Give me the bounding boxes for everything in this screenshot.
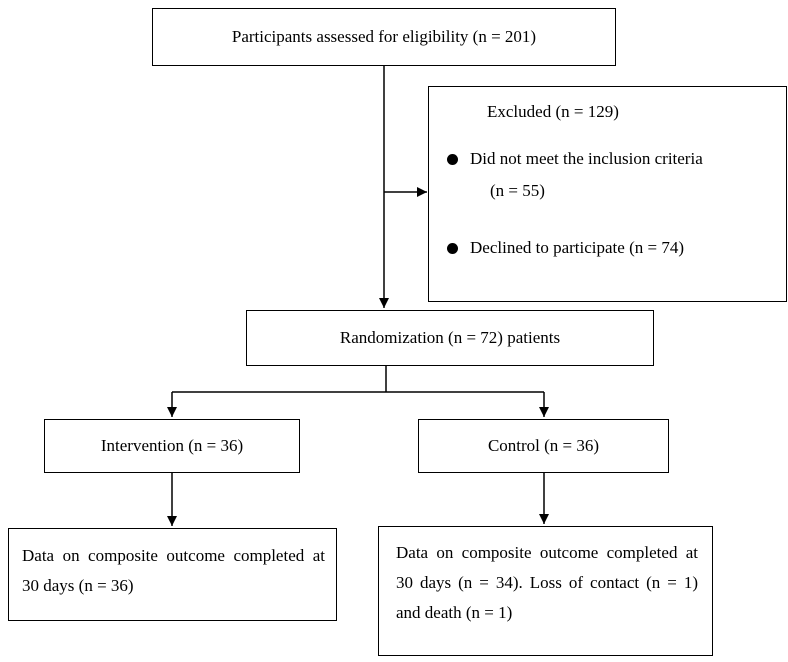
- control-box: Control (n = 36): [418, 419, 669, 473]
- excluded-item-text: Did not meet the inclusion criteria: [470, 149, 703, 168]
- excluded-item-text: Declined to participate (n = 74): [470, 238, 684, 257]
- assessed-box: Participants assessed for eligibility (n…: [152, 8, 616, 66]
- excluded-title: Excluded (n = 129): [487, 102, 619, 121]
- excluded-item-declined: Declined to participate (n = 74): [447, 238, 684, 258]
- control-outcome-box: Data on composite outcome completed at 3…: [378, 526, 713, 656]
- bullet-icon: [447, 154, 458, 165]
- assessed-text: Participants assessed for eligibility (n…: [231, 27, 537, 46]
- randomization-box: Randomization (n = 72) patients: [246, 310, 654, 366]
- control-outcome-text: Data on composite outcome completed at 3…: [396, 543, 698, 622]
- intervention-box: Intervention (n = 36): [44, 419, 300, 473]
- control-text: Control (n = 36): [487, 436, 600, 455]
- intervention-text: Intervention (n = 36): [100, 436, 244, 455]
- bullet-icon: [447, 243, 458, 254]
- intervention-outcome-text: Data on composite outcome completed at 3…: [22, 546, 325, 595]
- excluded-box: Excluded (n = 129) Did not meet the incl…: [428, 86, 787, 302]
- intervention-outcome-box: Data on composite outcome completed at 3…: [8, 528, 337, 621]
- excluded-item-text-cont: (n = 55): [490, 181, 545, 200]
- excluded-item-inclusion: Did not meet the inclusion criteria (n =…: [447, 149, 703, 201]
- randomization-text: Randomization (n = 72) patients: [339, 328, 561, 347]
